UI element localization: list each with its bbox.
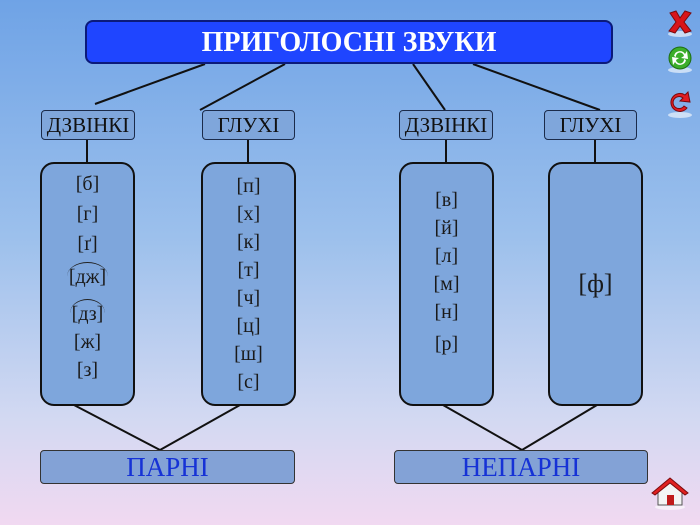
sound-item: [ш] [234, 343, 263, 365]
sound-item: [й] [434, 217, 459, 239]
sound-item: [р] [434, 333, 459, 355]
sound-item: [г] [76, 203, 99, 225]
close-icon[interactable] [663, 8, 697, 38]
sound-item: [ж] [73, 331, 102, 353]
sound-item: [т] [237, 259, 260, 281]
category-voiceless-right: ГЛУХІ [544, 110, 637, 140]
sound-item: [н] [434, 301, 459, 323]
sound-item: [в] [435, 189, 458, 211]
undo-icon[interactable] [663, 88, 697, 118]
sound-item: [л] [434, 245, 459, 267]
unpaired-group-label: НЕПАРНІ [394, 450, 648, 484]
category-voiceless-left: ГЛУХІ [202, 110, 295, 140]
sound-item: [ґ] [77, 233, 98, 255]
sound-item: [ф] [578, 269, 613, 298]
home-icon[interactable] [650, 476, 690, 510]
sound-item: [з] [76, 359, 99, 381]
voiced-unpaired-list: [в] [й] [л] [м] [н] [р] [399, 162, 494, 406]
category-voiced-right: ДЗВІНКІ [399, 110, 493, 140]
voiced-paired-list: [б] [г] [ґ] [дж] [дз] [ж] [з] [40, 162, 135, 406]
sound-item: [ц] [236, 315, 261, 337]
sound-item: [с] [237, 371, 260, 393]
sound-item: [к] [236, 231, 261, 253]
sound-item: [ч] [236, 287, 261, 309]
sound-item: [дж] [66, 262, 109, 291]
sound-item: [х] [236, 203, 261, 225]
category-voiced-left: ДЗВІНКІ [41, 110, 135, 140]
refresh-icon[interactable] [663, 44, 697, 74]
sound-item: [б] [75, 173, 100, 195]
voiceless-unpaired-list: [ф] [548, 162, 643, 406]
sound-item: [м] [433, 273, 460, 295]
page-title: ПРИГОЛОСНІ ЗВУКИ [85, 20, 613, 64]
sound-item: [п] [236, 175, 261, 197]
voiceless-paired-list: [п] [х] [к] [т] [ч] [ц] [ш] [с] [201, 162, 296, 406]
sound-item: [дз] [69, 299, 106, 328]
paired-group-label: ПАРНІ [40, 450, 295, 484]
